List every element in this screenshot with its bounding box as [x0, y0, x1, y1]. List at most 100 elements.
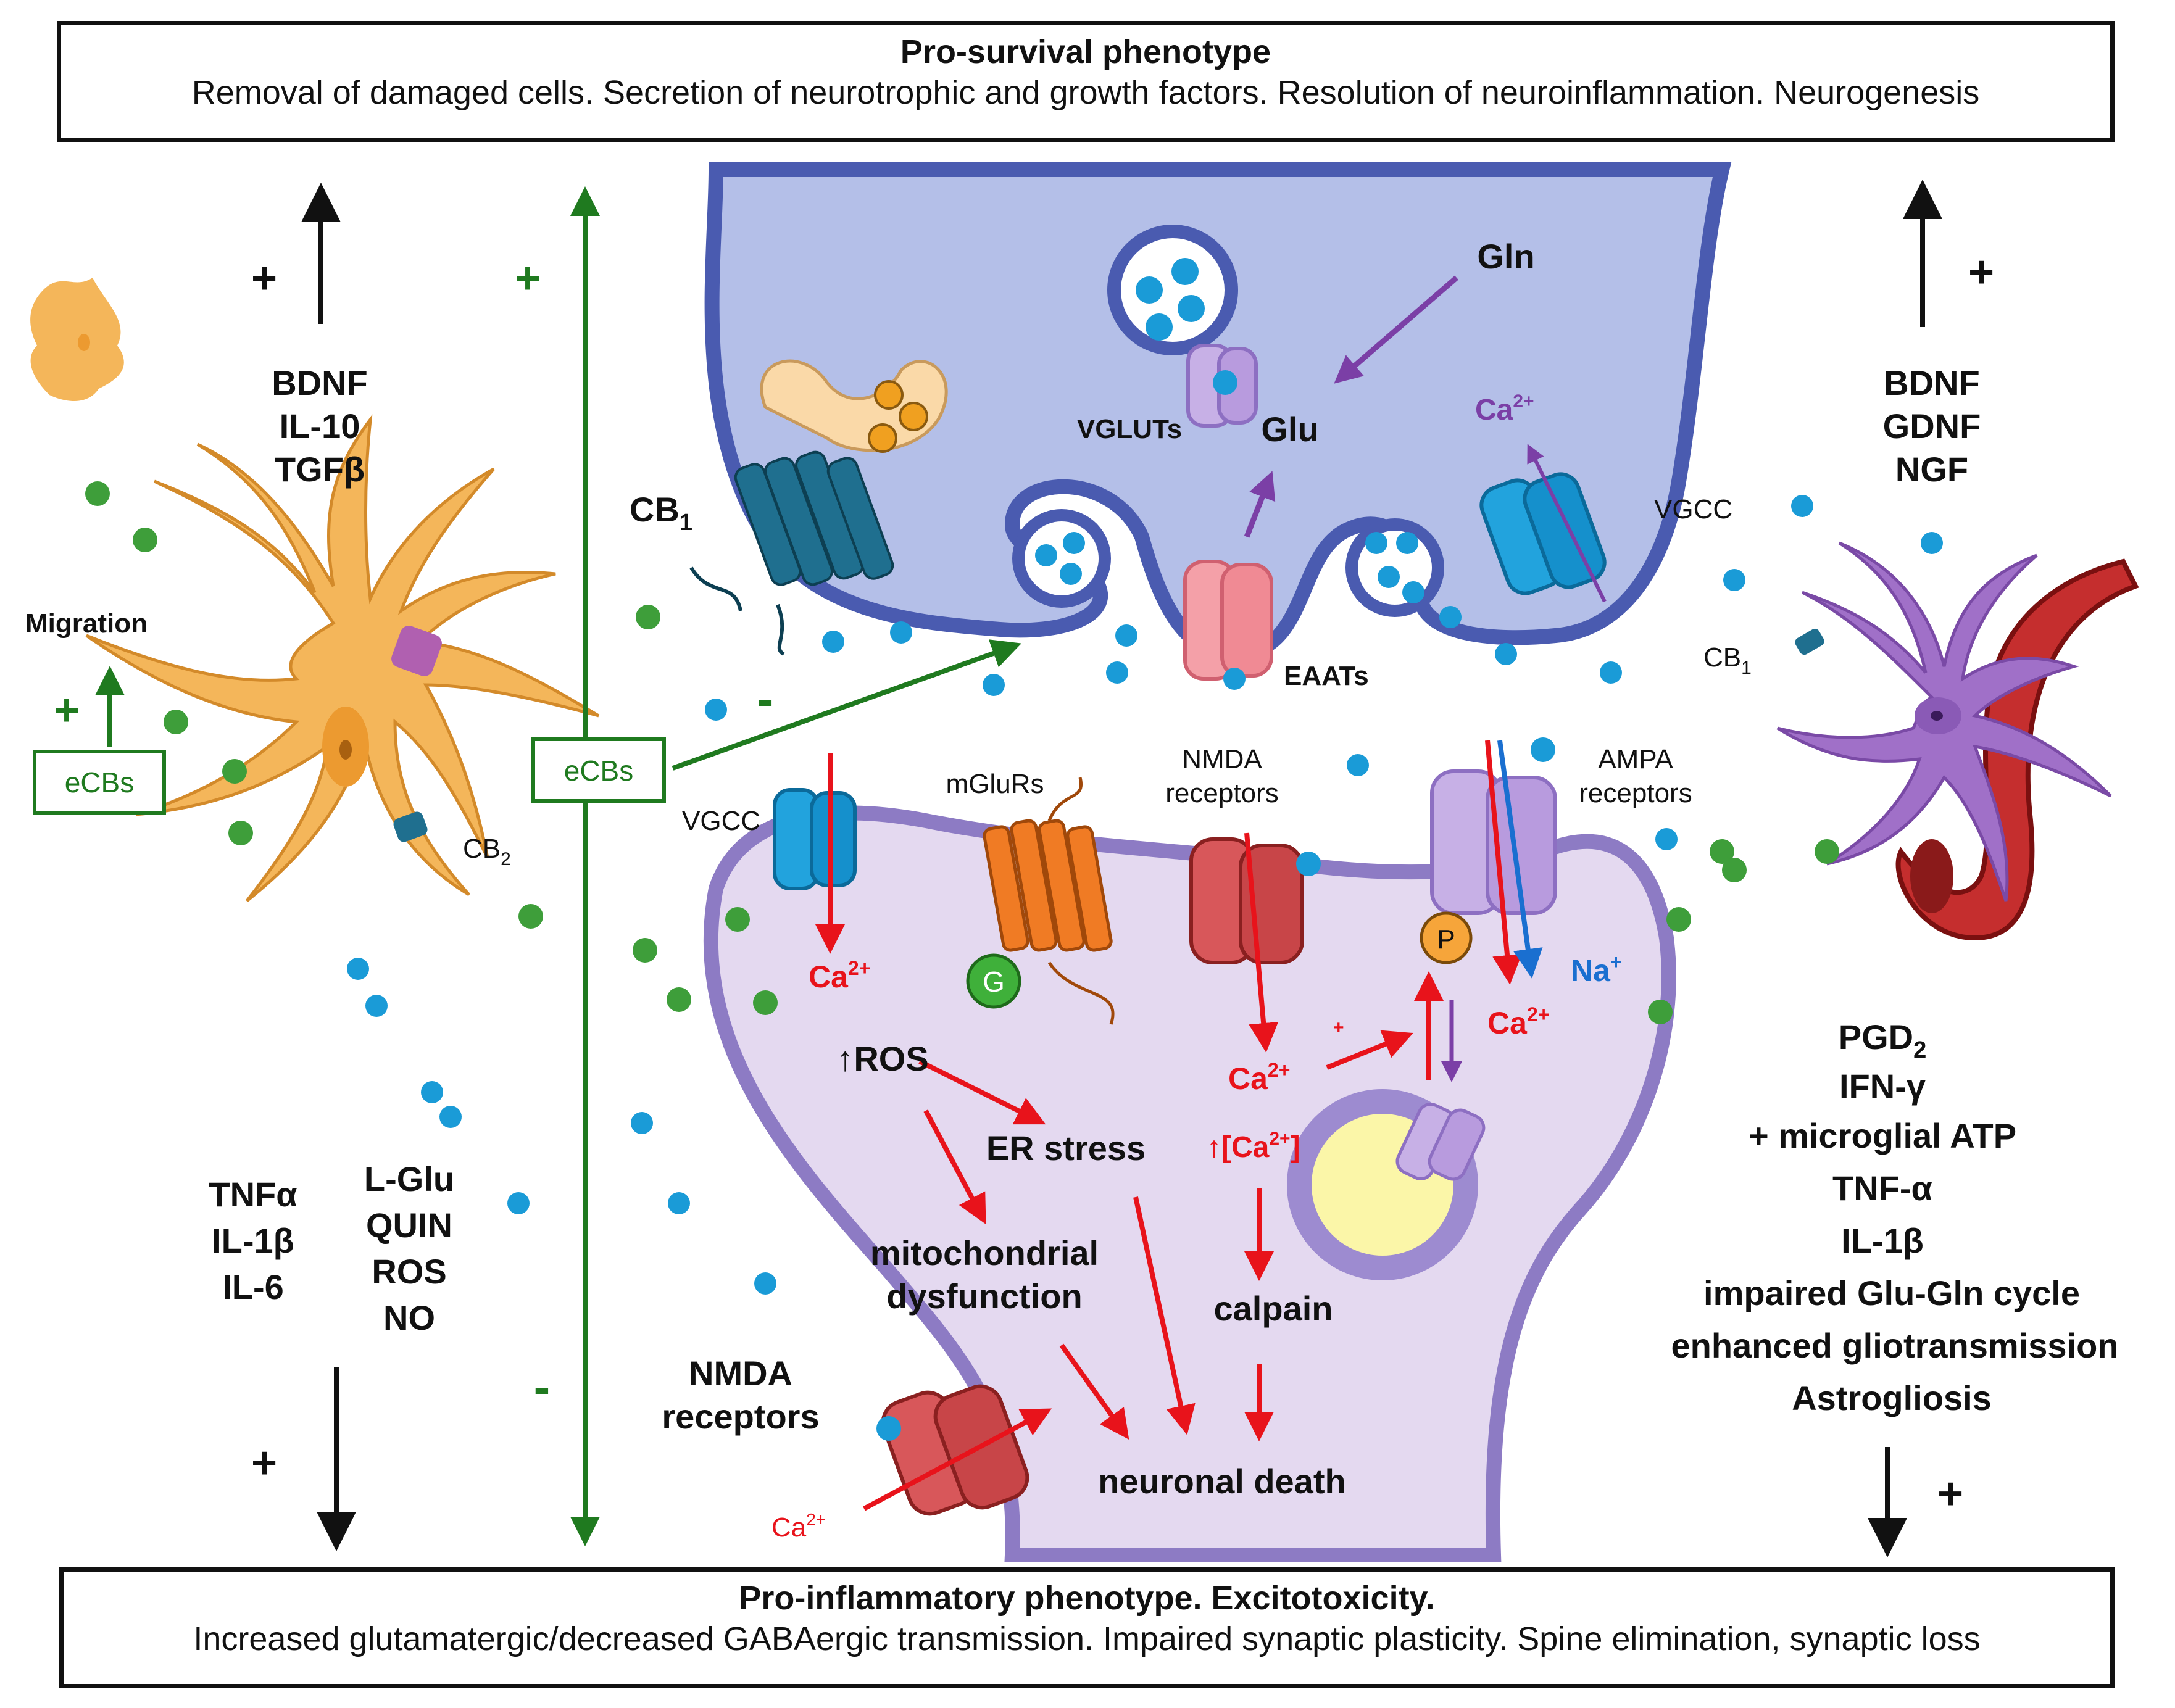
mglur-receptor — [966, 777, 1115, 1025]
ros-to-er-arrow — [918, 1059, 1046, 1125]
phosphate-group — [1420, 911, 1473, 964]
mediator-glu-gln-cycle: impaired Glu-Gln cycle — [1703, 1274, 2080, 1312]
mediator-astrogliosis: Astrogliosis — [1792, 1378, 1992, 1417]
astrocyte — [85, 414, 600, 902]
synaptic-vesicle — [1107, 225, 1238, 355]
vgluts-label: VGLUTs — [1077, 414, 1182, 444]
glutamate-dot — [1178, 295, 1205, 322]
ros-label: ↑ROS — [836, 1039, 928, 1078]
migration-plus: + — [54, 686, 80, 735]
na-label: Na+ — [1571, 951, 1622, 988]
toxin-ros: ROS — [372, 1252, 446, 1291]
ampa-label-1: AMPA — [1598, 744, 1673, 774]
eaats-label: EAATs — [1284, 661, 1369, 691]
left-factor-bdnf: BDNF — [272, 363, 368, 402]
ampa-ca-arrow — [1485, 740, 1522, 985]
glutamate-dot — [1146, 313, 1173, 341]
pro-survival-title: Pro-survival phenotype — [900, 33, 1271, 70]
pro-inflammatory-description: Increased glutamatergic/decreased GABAer… — [193, 1620, 1981, 1657]
exocytosis-vesicle — [1345, 518, 1444, 617]
cb2-label: CB2 — [463, 834, 511, 869]
er-stress-label: ER stress — [986, 1129, 1146, 1167]
nmda-bottom-label-2: receptors — [662, 1397, 819, 1436]
gln-label: Gln — [1477, 237, 1534, 276]
mediator-gliotransmission: enhanced gliotransmission — [1671, 1326, 2118, 1365]
left-factor-tgfb: TGFβ — [275, 450, 365, 489]
toxin-no: NO — [383, 1298, 435, 1337]
mito-label-2: dysfunction — [886, 1277, 1082, 1316]
cb1-receptor-right — [1795, 628, 1824, 655]
ca-presynaptic-label: Ca2+ — [1475, 391, 1534, 426]
vessel-opening — [1910, 839, 1953, 913]
phosphate-label: P — [1437, 924, 1455, 955]
ecbs-box-small — [33, 750, 166, 815]
ros-to-mito-arrow — [923, 1109, 986, 1225]
cb1-receptor — [689, 359, 948, 656]
glutamate-dot — [1365, 532, 1387, 554]
nmda-top-label-1: NMDA — [1182, 744, 1262, 774]
right-plus-top: + — [1968, 247, 1994, 297]
nmda-top-label-2: receptors — [1165, 778, 1278, 808]
right-factor-gdnf: GDNF — [1883, 407, 1981, 446]
mediator-il1b: IL-1β — [1841, 1221, 1924, 1260]
left-factor-il10: IL-10 — [280, 407, 360, 446]
glutamate-dot — [1035, 544, 1057, 566]
ca-to-p-arrow — [1326, 1030, 1413, 1070]
internalized-ampa-receptor — [1395, 1103, 1486, 1181]
ca-vgcc-label: Ca2+ — [809, 957, 870, 994]
mediator-pgd2: PGD2 — [1839, 1018, 1927, 1063]
ca-ampa-label: Ca2+ — [1487, 1003, 1549, 1040]
neuronal-death-label: neuronal death — [1098, 1462, 1345, 1501]
ampa-label-2: receptors — [1579, 778, 1692, 808]
left-green-plus-top: + — [515, 254, 541, 303]
ca-nmda-label: Ca2+ — [1228, 1059, 1290, 1096]
vgcc-postsynaptic-channel — [773, 788, 857, 890]
right-plus-bottom: + — [1937, 1469, 1963, 1519]
left-plus-bottom: + — [251, 1438, 277, 1488]
mediator-ifng: IFN-γ — [1839, 1067, 1926, 1106]
astrocyte-purple-receptor — [391, 626, 442, 676]
ecbs-label: eCBs — [564, 755, 633, 787]
calpain-label: calpain — [1214, 1289, 1333, 1328]
glu-label: Glu — [1261, 410, 1318, 449]
cb2-receptor — [393, 811, 428, 842]
right-factor-ngf: NGF — [1895, 450, 1968, 489]
ca-bottom-label: Ca2+ — [771, 1510, 826, 1543]
pro-inflammatory-title: Pro-inflammatory phenotype. Excitotoxici… — [739, 1580, 1435, 1617]
cytokine-tnfa: TNFα — [209, 1175, 297, 1214]
vgcc-postsynaptic-label: VGCC — [682, 806, 760, 836]
g-protein — [966, 953, 1021, 1009]
vgcc-presynaptic-label: VGCC — [1654, 494, 1732, 524]
pro-inflammatory-box: Pro-inflammatory phenotype. Excitotoxici… — [59, 1567, 2115, 1688]
mglurs-label: mGluRs — [946, 769, 1044, 799]
ampa-na-arrow — [1497, 740, 1543, 979]
ecbs-box — [531, 737, 666, 803]
glutamate-dot — [1396, 532, 1418, 554]
glutamate-dot — [1060, 563, 1082, 585]
glutamate-dots — [347, 495, 1943, 1295]
endocannabinoid-dots — [85, 481, 1839, 1024]
pro-survival-description: Removal of damaged cells. Secretion of n… — [191, 74, 1980, 111]
glutamate-dot — [1402, 581, 1424, 603]
g-protein-label: G — [983, 966, 1005, 998]
mediator-atp: + microglial ATP — [1749, 1116, 2016, 1155]
ecbs-arrow — [672, 639, 1022, 771]
nmda-bottom-label-1: NMDA — [689, 1354, 792, 1393]
vgcc-ca-influx-arrow — [1527, 444, 1607, 603]
glutamate-dot — [1063, 532, 1085, 554]
cytokine-il1b: IL-1β — [212, 1221, 294, 1260]
pro-survival-box: Pro-survival phenotype Removal of damage… — [57, 21, 2115, 142]
eaat-transporter — [1183, 560, 1273, 681]
mito-to-death-arrow — [1059, 1343, 1129, 1440]
ampa-receptor — [1420, 737, 1557, 964]
er-to-death-arrow — [1133, 1196, 1196, 1435]
right-factor-bdnf: BDNF — [1884, 363, 1980, 402]
cb1-label: CB1 — [630, 490, 692, 536]
glutamate-dot — [1136, 276, 1163, 304]
left-green-minus: - — [534, 1359, 551, 1414]
ecbs-small-label: eCBs — [65, 766, 134, 798]
gln-to-glu-arrow — [1334, 275, 1458, 384]
extrasynaptic-ca-arrow — [863, 1408, 1052, 1511]
cytokine-il6: IL-6 — [222, 1267, 284, 1306]
